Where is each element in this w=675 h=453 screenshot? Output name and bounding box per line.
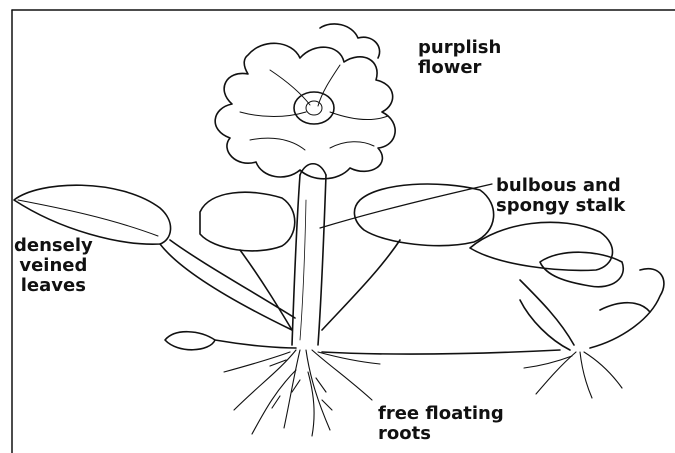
roots-main <box>224 350 380 436</box>
flower-cluster <box>215 24 395 179</box>
right-plant <box>470 222 664 350</box>
label-roots-line-1: free floating <box>378 404 504 424</box>
label-free-floating-roots: free floating roots <box>378 404 504 444</box>
label-bulbous-spongy-stalk: bulbous and spongy stalk <box>496 176 625 216</box>
label-flower-line-1: purplish <box>418 38 501 58</box>
main-stalk <box>292 164 326 345</box>
label-flower-line-2: flower <box>418 58 501 78</box>
label-leaves-line-1: densely <box>14 236 93 256</box>
label-stalk-line-1: bulbous and <box>496 176 625 196</box>
leader-line-stalk <box>320 184 492 228</box>
runner <box>165 332 560 354</box>
round-leaf-right <box>322 184 494 330</box>
label-purplish-flower: purplish flower <box>418 38 501 78</box>
label-stalk-line-2: spongy stalk <box>496 196 625 216</box>
label-roots-line-2: roots <box>378 424 504 444</box>
roots-right <box>524 352 622 398</box>
label-densely-veined-leaves: densely veined leaves <box>14 236 93 296</box>
label-leaves-line-2: veined <box>14 256 93 276</box>
label-leaves-line-3: leaves <box>14 276 93 296</box>
